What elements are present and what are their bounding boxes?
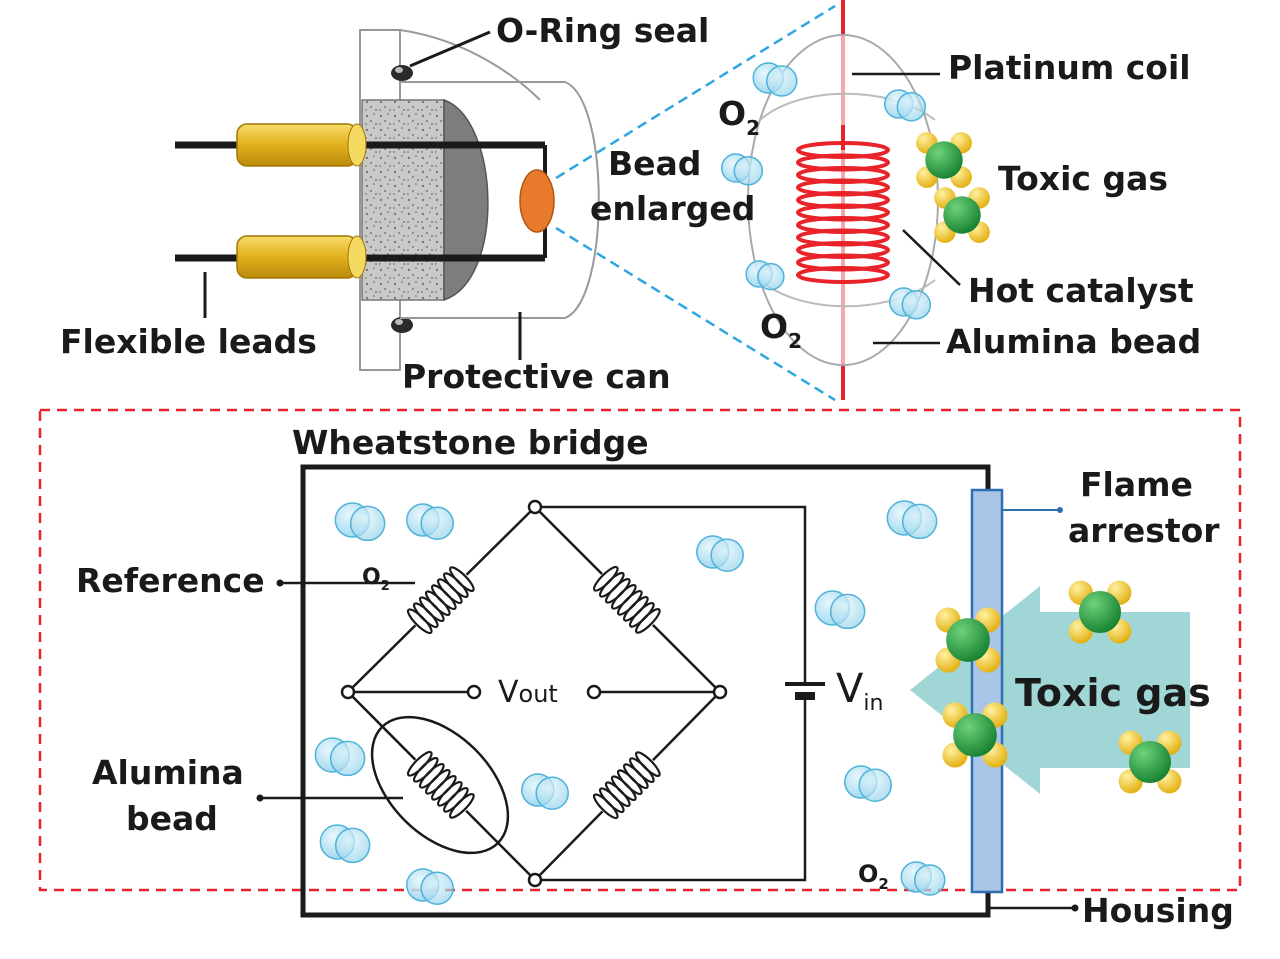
o2-bubble-icon [752, 62, 798, 97]
alumina-bead-bottom-label-2: bead [126, 799, 218, 838]
bead-enlarged-label-1: Bead [608, 144, 701, 183]
resistor-coil-icon [590, 748, 664, 822]
toxic-gas-molecule-icon [916, 132, 972, 188]
toxic-gas-top-label: Toxic gas [998, 159, 1168, 198]
o2-bubble-icon [883, 89, 927, 122]
v-in-label: Vin [836, 666, 883, 716]
v-out-label: Vout [498, 675, 558, 710]
flame-arrestor-label-1: Flame [1080, 465, 1193, 504]
toxic-gas-bottom-label: Toxic gas [1015, 671, 1211, 715]
labels: O-Ring seal Platinum coil Bead enlarged … [60, 11, 1234, 930]
o2-bubble-icon [886, 500, 938, 540]
wheatstone-bridge-label: Wheatstone bridge [292, 423, 649, 462]
bracket-curve-top [399, 29, 541, 101]
housing-label: Housing [1082, 891, 1234, 930]
hot-catalyst-label: Hot catalyst [968, 271, 1194, 310]
zoom-line-bottom [555, 226, 836, 402]
o2-bubble-icon [334, 502, 386, 542]
resistor-coil-icon [590, 563, 664, 637]
o2-bubble-icon [406, 868, 454, 905]
o2-bubble-icon [900, 861, 946, 896]
o2-top-label-1: O2 [718, 94, 760, 140]
zoom-line-top [555, 4, 836, 180]
toxic-gas-molecule-icon [935, 607, 1001, 673]
toxic-gas-molecule-icon [1068, 580, 1132, 644]
o2-housing-label: O2 [858, 860, 889, 893]
o2-bridge-label: O2 [362, 565, 390, 594]
o2-bubble-icon [314, 737, 366, 777]
lead-sleeve-top [236, 123, 358, 167]
o-ring-top-icon [391, 65, 413, 81]
resistor-coil-icon [404, 563, 478, 637]
protective-can-outline [400, 81, 600, 319]
bridge-region-frame [38, 408, 1242, 892]
reference-label: Reference [76, 561, 265, 600]
o2-bubble-icon [720, 153, 764, 186]
porous-element [361, 99, 445, 301]
o2-bubble-icon [696, 535, 744, 572]
sintered-dome [443, 98, 489, 302]
sensing-bead-icon [519, 169, 555, 233]
enlarged-bead [747, 0, 961, 400]
o2-bubble-icon [319, 824, 371, 864]
o2-bubble-icon [888, 287, 932, 320]
flame-arrestor-bar [970, 488, 1004, 894]
flame-arrestor-label-2: arrestor [1068, 511, 1220, 550]
o2-bubble-icon [745, 260, 785, 291]
o2-top-label-2: O2 [760, 307, 802, 353]
vout-terminal-right [586, 684, 602, 700]
o2-bubble-icon [814, 590, 866, 630]
o2-bubble-icon [521, 773, 569, 810]
toxic-gas-molecule-icon [942, 702, 1008, 768]
bridge-circuit [256, 499, 1079, 912]
alumina-bead-top-label: Alumina bead [946, 322, 1201, 361]
vout-terminal-left [466, 684, 482, 700]
flexible-leads-label: Flexible leads [60, 322, 317, 361]
battery-symbol-icon [785, 682, 825, 700]
o2-bubbles [314, 62, 946, 905]
bead-enlarged-label-2: enlarged [590, 189, 755, 228]
toxic-gas-molecule-icon [1118, 730, 1182, 794]
o2-bubble-icon [406, 503, 454, 540]
o-ring-seal-label: O-Ring seal [496, 11, 709, 50]
toxic-gas-molecule-icon [934, 187, 990, 243]
protective-can-label: Protective can [402, 357, 671, 396]
toxic-gas-molecules [916, 132, 1182, 794]
lead-sleeve-bottom [236, 235, 358, 279]
resistor-coil-icon [404, 748, 478, 822]
platinum-coil-label: Platinum coil [948, 48, 1191, 87]
sensor-cross-section [175, 4, 836, 402]
alumina-bead-bottom-label-1: Alumina [92, 753, 244, 792]
o-ring-bottom-icon [391, 317, 413, 333]
platinum-coil-icon [796, 125, 890, 284]
alumina-bead-enclosure [370, 715, 510, 855]
o2-bubble-icon [844, 765, 892, 802]
